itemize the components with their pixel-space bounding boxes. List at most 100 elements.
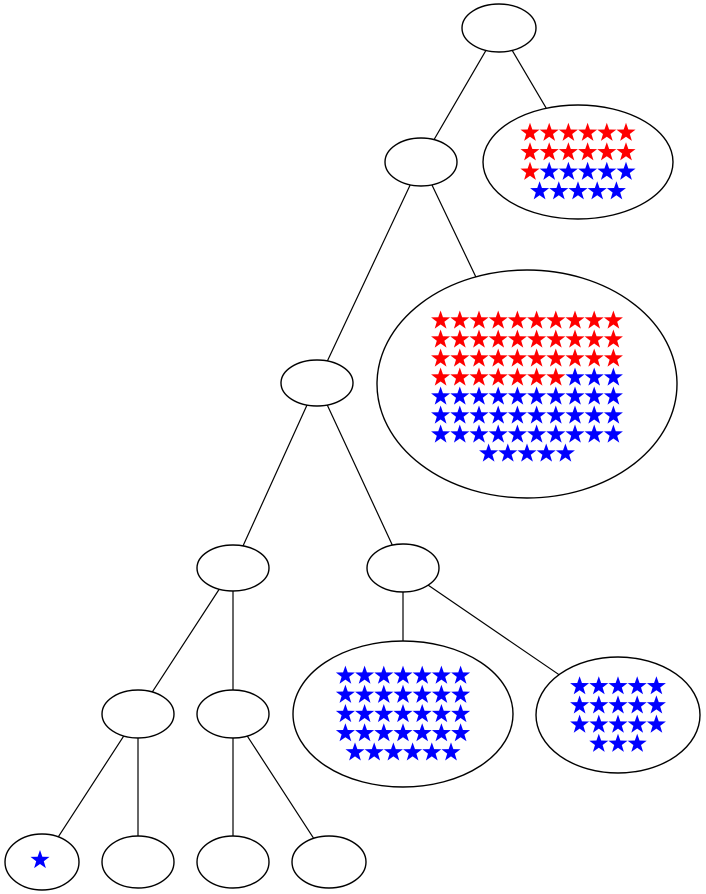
red-star-icon [488,367,508,386]
blue-star-icon [431,684,451,703]
blue-star-icon [539,161,559,180]
tree-node-n-l5-a [101,689,175,739]
tree-edge-root--leaf-top-right [511,50,547,109]
node-ellipse-leaf-top-right [482,104,674,220]
tree-node-n-l4-right [366,543,440,593]
node-ellipse-leaf-mid-right [376,269,678,499]
blue-star-icon [603,386,623,405]
red-star-icon [488,329,508,348]
blue-star-icon [587,181,607,200]
node-ellipse-root [461,3,537,53]
red-star-icon [584,310,604,329]
node-ellipse-leaf-empty-2 [196,835,270,889]
blue-star-icon [431,704,451,723]
blue-star-icon [441,742,461,761]
tree-node-leaf-empty-3 [291,835,367,889]
blue-star-icon [374,704,394,723]
tree-edge-n-l5-b--leaf-empty-3 [246,735,315,839]
tree-node-leaf-top-right [482,104,674,220]
tree-edge-root--n-left [433,50,487,140]
red-star-icon [431,348,451,367]
tree-node-n-l5-b [196,689,270,739]
red-star-icon [546,348,566,367]
tree-edge-n-l5-a--leaf-single-star [57,735,125,838]
blue-star-icon [479,443,499,462]
red-star-icon [450,310,470,329]
blue-star-icon [549,181,569,200]
blue-star-icon [451,704,471,723]
blue-star-icon [584,386,604,405]
red-star-icon [450,367,470,386]
blue-star-icon [412,684,432,703]
blue-star-icon [584,405,604,424]
red-star-icon [603,310,623,329]
blue-star-icon [608,714,628,733]
blue-star-icon [412,704,432,723]
blue-star-icon [627,733,647,752]
red-star-icon [565,329,585,348]
blue-star-icon [568,181,588,200]
blue-star-icon [374,684,394,703]
blue-star-icon [570,695,590,714]
tree-edge-n-left--n-mid [326,184,411,362]
red-star-icon [507,348,527,367]
blue-star-icon [589,676,609,695]
blue-star-icon [646,676,666,695]
red-star-icon [469,329,489,348]
blue-star-icon [616,161,636,180]
blue-star-icon [374,665,394,684]
tree-node-leaf-empty-1 [101,835,175,889]
red-star-icon [520,161,540,180]
star-cluster-leaf-mid-right [431,310,623,462]
blue-star-icon [335,704,355,723]
star-cluster-leaf-top-right [520,122,636,200]
node-ellipse-leaf-empty-3 [291,835,367,889]
blue-star-icon [565,386,585,405]
blue-star-icon [374,723,394,742]
blue-star-icon [383,742,403,761]
blue-star-icon [451,665,471,684]
blue-star-icon [603,405,623,424]
blue-star-icon [646,695,666,714]
red-star-icon [507,367,527,386]
blue-star-icon [451,723,471,742]
blue-star-icon [355,665,375,684]
blue-star-icon [335,665,355,684]
blue-star-icon [507,424,527,443]
blue-star-icon [527,405,547,424]
blue-star-icon [558,161,578,180]
tree-edge-n-l4-right--leaf-bottom-right [427,584,560,676]
blue-star-icon [412,723,432,742]
blue-star-icon [546,386,566,405]
blue-star-icon [527,386,547,405]
blue-star-icon [355,684,375,703]
red-star-icon [507,310,527,329]
blue-star-icon [578,161,598,180]
star-cluster-leaf-bottom-right [570,676,666,752]
blue-star-icon [355,704,375,723]
blue-star-icon [646,714,666,733]
red-star-icon [558,142,578,161]
red-star-icon [520,142,540,161]
node-ellipse-n-l5-a [101,689,175,739]
red-star-icon [558,122,578,141]
tree-edge-n-mid--n-l4-right [326,404,393,546]
red-star-icon [469,310,489,329]
red-star-icon [450,348,470,367]
blue-star-icon [431,723,451,742]
red-star-icon [616,142,636,161]
blue-star-icon [431,665,451,684]
blue-star-icon [345,742,365,761]
red-star-icon [584,348,604,367]
blue-star-icon [565,405,585,424]
blue-star-icon [451,684,471,703]
red-star-icon [597,122,617,141]
blue-star-icon [335,684,355,703]
blue-star-icon [488,386,508,405]
node-ellipse-n-l5-b [196,689,270,739]
blue-star-icon [546,424,566,443]
blue-star-icon [507,405,527,424]
red-star-icon [546,310,566,329]
